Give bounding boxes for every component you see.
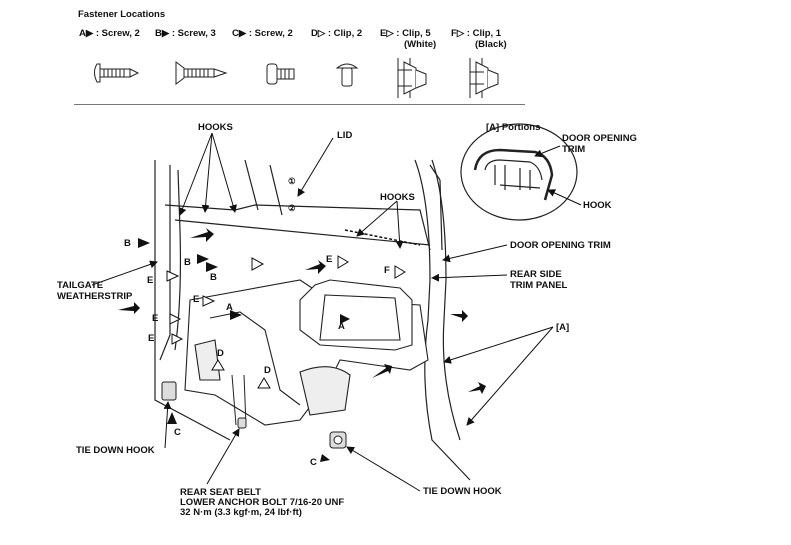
fastener-a-mark: A — [338, 321, 345, 332]
fastener-f-mark: F — [384, 265, 390, 276]
legend-letter: D — [311, 28, 318, 39]
clip-e-icon — [397, 58, 427, 98]
seat-belt-label: REAR SEAT BELT — [180, 487, 261, 498]
legend-item-c: C▶ : Screw, 2 — [232, 28, 293, 39]
legend-letter: B — [155, 28, 162, 39]
portion-detail-circle — [460, 123, 578, 221]
lid-label: LID — [337, 130, 353, 141]
fastener-e-mark: E — [148, 333, 155, 344]
bracket-a-label: [A] — [556, 322, 570, 333]
fastener-e-mark: E — [193, 294, 200, 305]
clip-d-icon — [335, 63, 359, 87]
legend-letter: C — [232, 28, 239, 39]
lid-step-1-mark: ① — [288, 176, 296, 186]
portions-label: [A] Portions — [486, 122, 541, 133]
legend-letter: E — [380, 28, 387, 39]
lid-step-2-mark: ② — [288, 203, 296, 213]
legend-sub-white: (White) — [404, 39, 437, 50]
fastener-b-mark: B — [184, 257, 191, 268]
legend-sub-black: (Black) — [475, 39, 507, 50]
outline-triangle-icon — [166, 255, 406, 389]
fastener-e-mark: E — [152, 313, 159, 324]
legend-text: Clip, 5 — [402, 28, 431, 39]
fastener-b-mark: B — [124, 238, 131, 249]
filled-triangle-icon — [138, 238, 350, 462]
tailgate-weatherstrip-label: TAILGATE WEATHERSTRIP — [57, 280, 133, 302]
fastener-a-mark: A — [226, 302, 233, 313]
legend-title: Fastener Locations — [78, 9, 166, 20]
legend-item-b: B▶ : Screw, 3 — [155, 28, 216, 39]
filled-triangle-icon: ▶ — [161, 28, 170, 39]
screw-b-icon — [175, 61, 228, 85]
fastener-d-mark: D — [264, 365, 271, 376]
legend-divider — [74, 104, 525, 105]
fastener-b-mark: B — [210, 272, 217, 283]
door-opening-trim-label: DOOR OPENING TRIM — [510, 240, 611, 251]
legend-item-d: D▷ : Clip, 2 — [311, 28, 363, 39]
anchor-bolt-label: LOWER ANCHOR BOLT 7/16-20 UNF — [180, 497, 345, 508]
legend-text: Clip, 1 — [472, 28, 502, 39]
legend-item-a: A▶ : Screw, 2 — [79, 28, 140, 39]
legend-text: Clip, 2 — [333, 28, 363, 39]
removal-arrow-icons — [118, 228, 486, 394]
seat-belt-bolt-icon — [237, 417, 247, 429]
fastener-e-mark: E — [326, 254, 333, 265]
outline-triangle-icon: ▷ — [456, 28, 465, 39]
legend-item-e: E▷ : Clip, 5 — [380, 28, 431, 39]
tie-down-hook-left-icon — [161, 381, 177, 401]
legend-letter: F — [451, 28, 457, 39]
legend-letter: A — [79, 28, 86, 39]
legend-text: Screw, 2 — [254, 28, 293, 39]
hooks-left-label: HOOKS — [198, 122, 233, 133]
screw-c-icon — [266, 63, 295, 85]
fastener-c-mark: C — [310, 457, 317, 468]
detail-hook-label: HOOK — [583, 200, 612, 211]
fastener-c-mark: C — [174, 427, 181, 438]
filled-triangle-icon: ▶ — [85, 28, 94, 39]
outline-triangle-icon: ▷ — [317, 28, 326, 39]
body-outline — [154, 159, 471, 481]
fastener-d-mark: D — [217, 348, 224, 359]
detail-door-opening-trim-label: DOOR OPENING TRIM — [562, 133, 637, 155]
hooks-right-label: HOOKS — [380, 192, 415, 203]
torque-spec-label: 32 N·m (3.3 kgf·m, 24 lbf·ft) — [180, 507, 302, 518]
fastener-e-mark: E — [147, 275, 154, 286]
legend-text: Screw, 3 — [177, 28, 216, 39]
tie-down-hook-right-label: TIE DOWN HOOK — [423, 486, 502, 497]
legend-item-f: F▷ : Clip, 1 — [451, 28, 502, 39]
tie-down-hook-right-icon — [329, 431, 347, 449]
tie-down-hook-left-label: TIE DOWN HOOK — [76, 445, 155, 456]
clip-f-icon — [469, 58, 499, 98]
screw-a-icon — [94, 63, 140, 83]
filled-triangle-icon: ▶ — [238, 28, 247, 39]
rear-side-trim-panel — [184, 279, 429, 426]
outline-triangle-icon: ▷ — [386, 28, 394, 39]
rear-side-trim-panel-label: REAR SIDE TRIM PANEL — [510, 269, 568, 291]
legend-text: Screw, 2 — [101, 28, 140, 39]
